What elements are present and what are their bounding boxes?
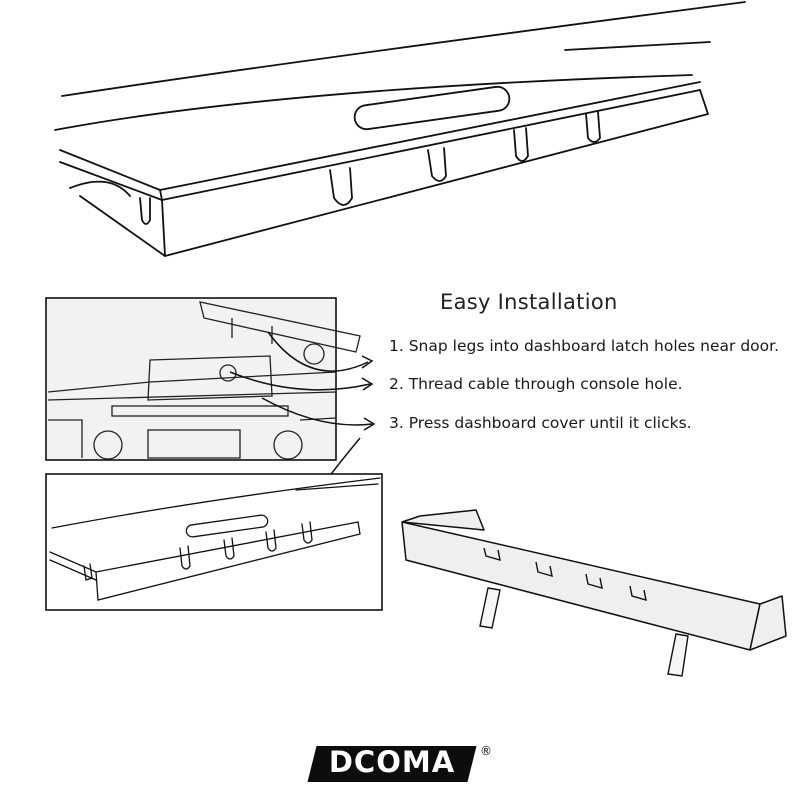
step-3: 3. Press dashboard cover until it clicks… — [389, 414, 692, 432]
registered-mark: ® — [480, 744, 492, 758]
step-2: 2. Thread cable through console hole. — [389, 375, 683, 393]
brand-logo: DCOMA — [328, 745, 456, 779]
step-1: 1. Snap legs into dashboard latch holes … — [389, 337, 780, 355]
heading: Easy Installation — [440, 290, 618, 314]
